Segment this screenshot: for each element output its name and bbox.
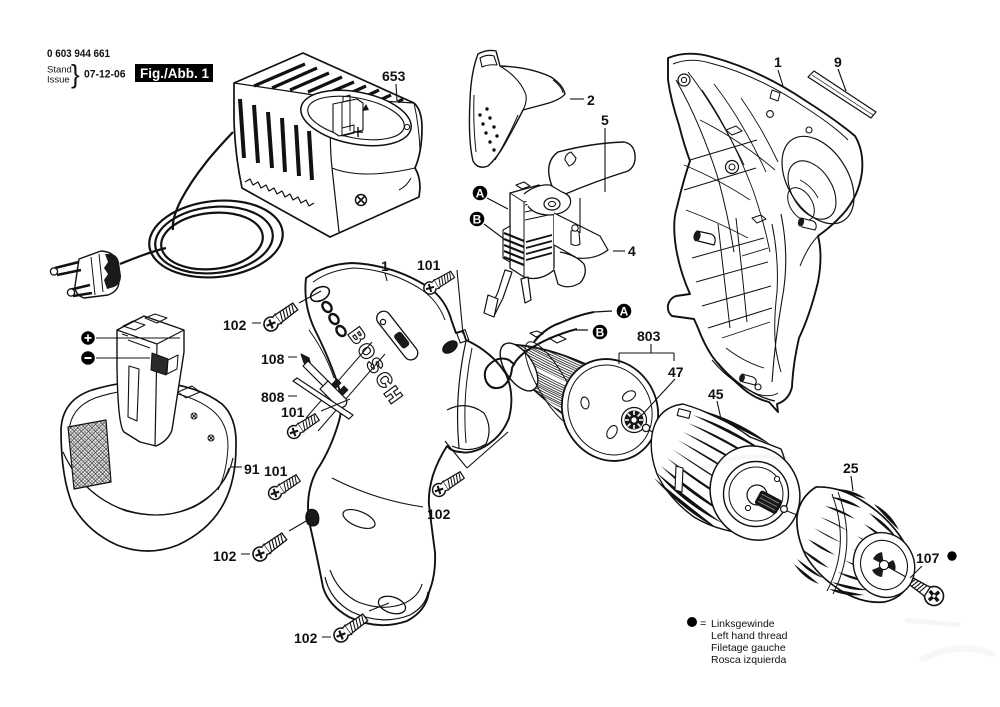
svg-text:25: 25 [843,460,859,476]
svg-text:0 603 944 661: 0 603 944 661 [47,48,110,60]
svg-text:1: 1 [381,258,389,274]
svg-text:102: 102 [294,630,318,646]
svg-text:101: 101 [417,257,441,273]
svg-text:Rosca izquierda: Rosca izquierda [711,654,786,666]
svg-text:A: A [476,187,485,201]
svg-text:102: 102 [223,317,247,333]
svg-text:5: 5 [601,112,609,128]
svg-text:Issue: Issue [47,75,70,86]
svg-text:102: 102 [213,548,237,564]
svg-text:803: 803 [637,328,661,344]
svg-text:808: 808 [261,389,285,405]
svg-text:}: } [71,59,80,89]
svg-text:Filetage gauche: Filetage gauche [711,642,786,654]
svg-text:B: B [473,213,482,227]
svg-text:Stand: Stand [47,65,72,76]
svg-text:101: 101 [281,404,305,420]
svg-text:Fig./Abb. 1: Fig./Abb. 1 [140,66,209,81]
svg-text:653: 653 [382,68,406,84]
svg-text:45: 45 [708,386,724,402]
svg-text:A: A [620,305,629,319]
svg-text:Left hand thread: Left hand thread [711,630,788,642]
svg-text:2: 2 [587,92,595,108]
svg-text:4: 4 [628,243,636,259]
svg-text:07-12-06: 07-12-06 [84,69,126,81]
svg-text:=: = [700,618,706,630]
svg-text:47: 47 [668,364,684,380]
svg-text:107: 107 [916,550,940,566]
svg-text:102: 102 [427,506,451,522]
svg-text:Linksgewinde: Linksgewinde [711,618,775,630]
svg-text:9: 9 [834,54,842,70]
svg-text:B: B [596,326,605,340]
svg-text:101: 101 [264,463,288,479]
svg-text:108: 108 [261,351,285,367]
svg-text:1: 1 [774,54,782,70]
svg-text:91: 91 [244,461,260,477]
